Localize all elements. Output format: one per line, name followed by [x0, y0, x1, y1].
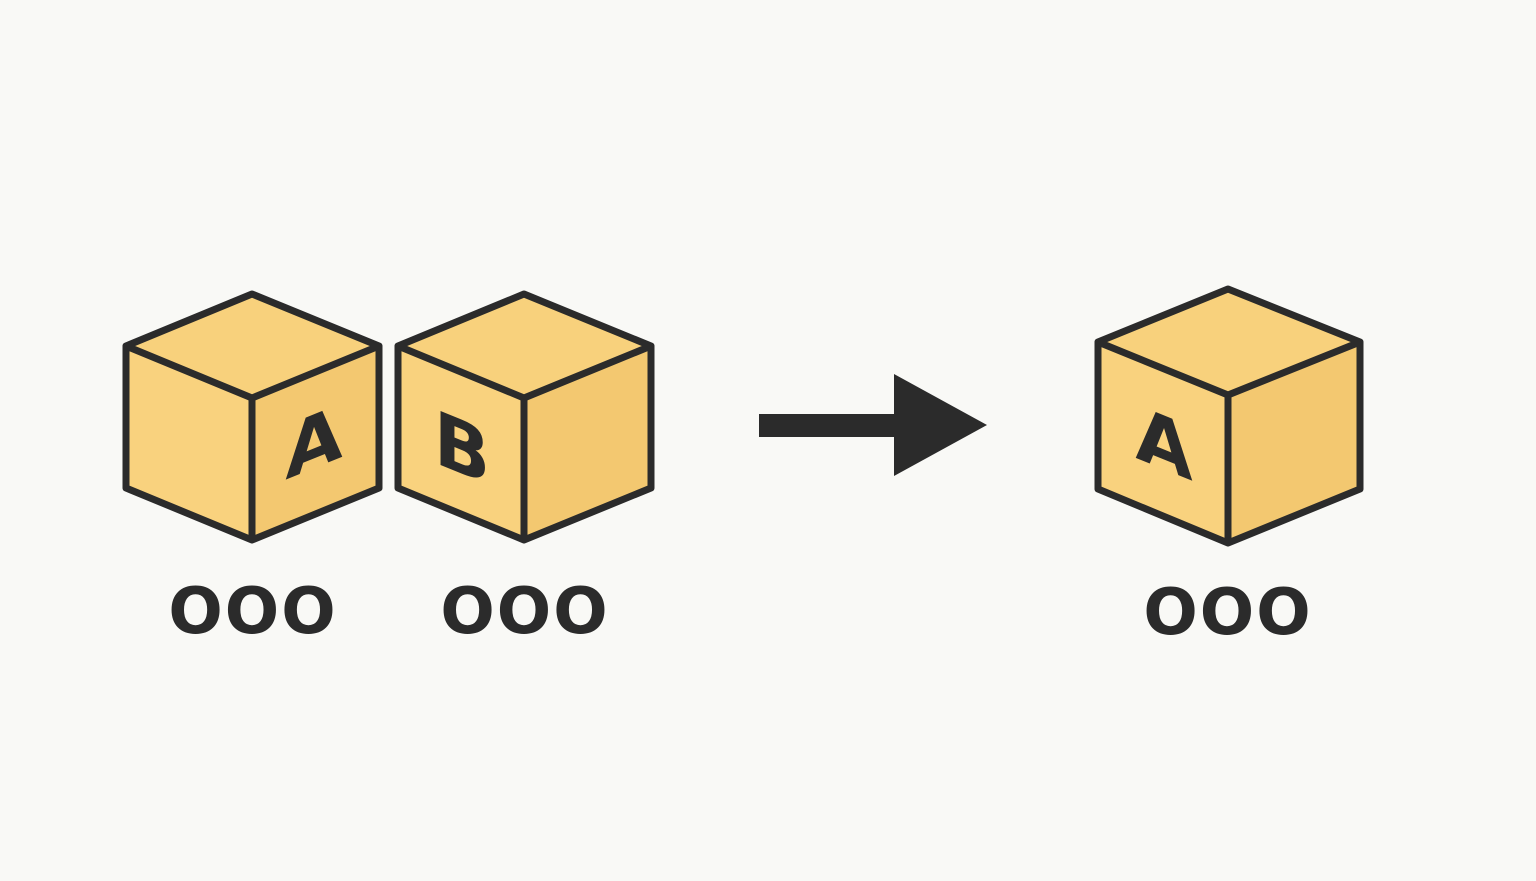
cube-a-caption: OOO — [168, 575, 337, 649]
cube-a-left-face — [126, 346, 252, 540]
arrow-head — [894, 374, 987, 476]
cube-out-right-face — [1228, 342, 1360, 543]
cube-b-right-face — [524, 346, 651, 540]
cube-b-outline — [394, 290, 655, 544]
input-block-b: B OOO — [394, 290, 655, 649]
right-arrow-icon — [759, 374, 987, 476]
cube-b-left-face — [398, 346, 524, 540]
cube-out-outline — [1094, 285, 1364, 547]
arrow-shaft — [759, 414, 899, 437]
cube-b-caption: OOO — [440, 575, 609, 649]
input-block-a: A OOO — [122, 290, 383, 649]
cube-out-left-face — [1098, 342, 1228, 543]
cube-out-caption: OOO — [1143, 576, 1312, 650]
output-block-a: A OOO — [1094, 285, 1364, 650]
cube-a-outline — [122, 290, 383, 544]
cube-a-right-face — [252, 346, 379, 540]
